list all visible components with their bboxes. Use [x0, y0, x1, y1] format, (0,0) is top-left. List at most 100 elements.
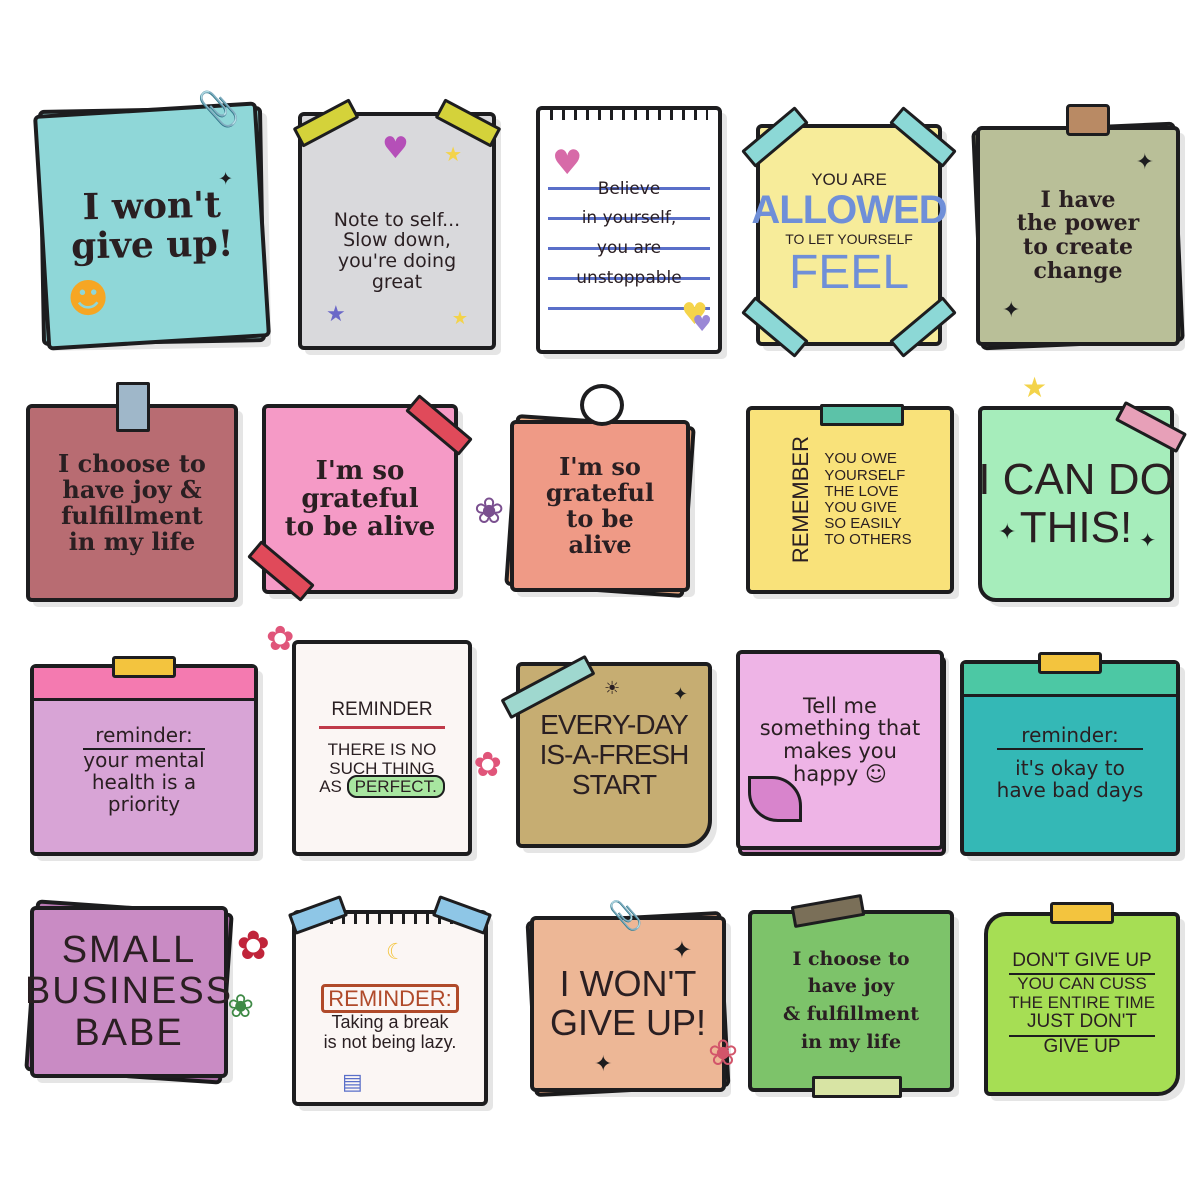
pin-line: TO OTHERS: [824, 531, 912, 549]
pin-grateful-pink: I'm so grateful to be alive: [247, 394, 473, 602]
pin-remember-love: REMEMBER YOU OWE YOURSELF THE LOVE YOU G…: [746, 404, 954, 594]
smiley-icon: ☺: [865, 761, 887, 786]
washi-tape: [292, 98, 360, 148]
washi-tape: [116, 382, 150, 432]
flower-icon: ✿: [236, 923, 270, 969]
pin-line: & fulfillment: [782, 1003, 919, 1025]
binder-clip-icon: [1066, 104, 1110, 136]
pin-line: makes you: [783, 739, 897, 763]
heart-icon: ♥: [692, 312, 712, 337]
star-icon: ★: [326, 302, 346, 327]
pin-line: GIVE UP: [1043, 1035, 1121, 1057]
pin-line: I WON'T: [559, 963, 697, 1005]
washi-tape: [741, 296, 809, 358]
pin-line: grateful: [301, 483, 419, 514]
washi-tape: [1114, 400, 1188, 454]
ruled-lines: [548, 160, 710, 330]
sparkle-icon: ✦: [998, 520, 1017, 545]
pin-line: SO EASILY: [824, 515, 902, 533]
pin-line: in my life: [800, 1030, 902, 1053]
pin-line: have joy &: [62, 475, 202, 505]
washi-tape: [790, 893, 866, 929]
pin-line: FEEL: [788, 246, 910, 300]
flower-icon: ✿: [266, 619, 295, 659]
pin-line: THE LOVE: [824, 482, 899, 500]
pin-believe-in-yourself: ♥ Believe in yourself, you are unstoppab…: [536, 106, 722, 354]
star-icon: ★: [444, 142, 462, 166]
tab-clip: [1050, 902, 1114, 924]
pin-line: IS-A-FRESH: [539, 738, 690, 770]
pin-line: to be alive: [284, 512, 436, 543]
sun-icon: ☀: [604, 678, 621, 699]
heart-icon: ♥: [382, 131, 409, 166]
pin-line: reminder:: [996, 724, 1144, 751]
pin-line: AS: [319, 776, 342, 796]
washi-tape: [889, 296, 957, 358]
pin-line: great: [371, 270, 423, 293]
pin-choose-joy-mauve: I choose to have joy & fulfillment in my…: [26, 382, 238, 602]
pin-line: health is a: [91, 770, 197, 794]
pin-line: YOU GIVE: [824, 499, 897, 516]
books-icon: ▤: [342, 1070, 363, 1095]
pin-line: in yourself,: [581, 208, 677, 229]
pin-line: SUCH THING: [329, 758, 435, 778]
tab-clip: [1038, 652, 1102, 674]
smiley-icon: ☻: [66, 275, 110, 323]
page-curl: [748, 776, 802, 822]
pin-line: YOU CAN CUSS: [1017, 974, 1147, 994]
sparkle-icon: ✦: [1139, 528, 1156, 552]
sparkle-icon: ✦: [1135, 150, 1154, 175]
pin-line: THIS!: [1019, 503, 1133, 552]
pin-every-day-fresh-start: ☀ EVERY-DAY IS-A-FRESH START ✦: [500, 654, 712, 848]
pin-line: Tell me: [803, 693, 877, 718]
pin-line: SMALL: [61, 929, 197, 972]
star-icon: ★: [1022, 371, 1048, 404]
washi-tape: [889, 106, 957, 168]
washi-tape: [434, 98, 502, 148]
pin-line: I'm so: [559, 452, 641, 482]
sparkle-icon: ✦: [671, 936, 692, 964]
pin-line: unstoppable: [576, 267, 682, 288]
washi-tape: [741, 106, 809, 168]
paperclip-icon: 📎: [608, 899, 643, 932]
star-icon: ★: [451, 308, 468, 329]
pin-line: EVERY-DAY: [540, 708, 689, 740]
perfect-highlight: PERFECT.: [346, 774, 445, 798]
pin-line: DON'T GIVE UP: [1008, 950, 1156, 976]
pin-line: to be: [566, 504, 634, 533]
pin-line: the power: [1016, 210, 1140, 237]
pin-grateful-salmon: ❀ I'm so grateful to be alive: [474, 384, 696, 599]
pin-line: reminder:: [83, 724, 205, 751]
pin-line: THERE IS NO: [327, 740, 437, 760]
pin-line: Note to self...: [333, 208, 461, 231]
pin-note-to-self: ♥ ★ Note to self... Slow down, you're do…: [292, 98, 502, 350]
pin-line: you are: [596, 238, 662, 258]
pin-line: your mental: [83, 748, 205, 773]
washi-tape: [812, 1076, 902, 1098]
pin-line: Taking a break: [331, 1012, 449, 1033]
leaf-icon: ❀: [707, 1033, 738, 1074]
pin-line: grateful: [545, 478, 655, 508]
pin-line: Slow down,: [343, 229, 451, 252]
moon-icon: ☾: [386, 940, 406, 965]
pin-line: I won't: [82, 183, 222, 229]
pin-okay-bad-days: reminder: it's okay to have bad days: [960, 652, 1180, 856]
pin-small-business-babe: ✿ ❀ SMALL BUSINESS BABE: [24, 899, 270, 1085]
pin-line: THE ENTIRE TIME: [1008, 992, 1156, 1012]
pin-you-are-allowed: YOU ARE ALLOWED TO LET YOURSELF FEEL: [741, 106, 957, 358]
pin-line: YOURSELF: [824, 466, 906, 484]
pin-dont-give-up: DON'T GIVE UP YOU CAN CUSS THE ENTIRE TI…: [984, 902, 1180, 1096]
pin-line: YOU ARE: [811, 169, 887, 189]
pin-line: BABE: [74, 1011, 184, 1054]
tab-clip: [112, 656, 176, 678]
pin-line: to create: [1023, 234, 1133, 260]
pin-line: I choose to: [792, 947, 910, 970]
pin-line: YOU OWE: [824, 450, 897, 468]
sparkle-icon: ✦: [672, 684, 688, 705]
pin-line: Believe: [597, 178, 661, 199]
pin-line: I CAN DO: [978, 455, 1174, 505]
pin-mental-health: reminder: your mental health is a priori…: [30, 656, 258, 856]
spiral-binding: [550, 106, 708, 120]
hearts-icon: ♥: [681, 297, 708, 332]
pin-line: have bad days: [996, 777, 1144, 802]
